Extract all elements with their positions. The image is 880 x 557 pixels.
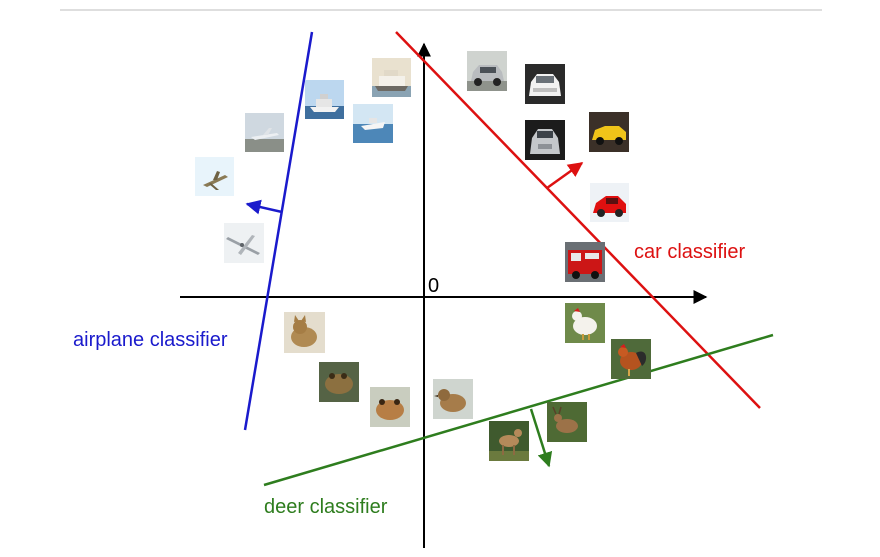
frog-image (319, 362, 359, 402)
airplane-image (195, 157, 234, 196)
airplane-classifier-normal-arrow (245, 199, 283, 215)
ship-image (305, 80, 344, 119)
ship-image (353, 104, 393, 143)
frog-image (370, 387, 410, 427)
car-classifier-label: car classifier (634, 241, 745, 263)
deer-classifier-label: deer classifier (264, 496, 388, 518)
car-image (589, 112, 629, 152)
deer-classifier-line (263, 333, 774, 487)
car-image (467, 51, 507, 91)
bird-image (565, 303, 605, 343)
car-image (525, 64, 565, 104)
bird-image (433, 379, 473, 419)
car-classifier-normal-arrow (546, 161, 584, 190)
airplane-image (224, 223, 264, 263)
car-image (525, 120, 565, 160)
airplane-classifier-label: airplane classifier (73, 329, 228, 351)
cat-image (284, 312, 325, 353)
deer-classifier-normal-arrow (529, 408, 553, 468)
airplane-classifier-line (243, 31, 314, 431)
car-image (590, 183, 629, 222)
truck-image (565, 242, 605, 282)
airplane-image (245, 113, 284, 152)
car-classifier-line (395, 31, 761, 409)
origin-label: 0 (428, 275, 439, 297)
bird-image (611, 339, 651, 379)
ship-image (372, 58, 411, 97)
deer-image (547, 402, 587, 442)
deer-image (489, 421, 529, 461)
